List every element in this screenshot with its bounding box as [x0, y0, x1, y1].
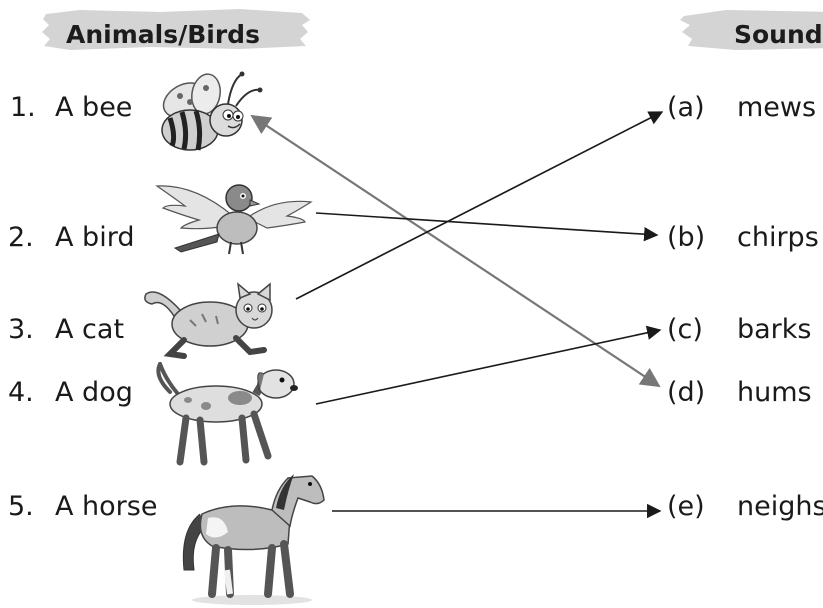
arrow-cat-to-mews — [295, 111, 664, 300]
sound-letter-c: (c) — [667, 314, 703, 345]
animal-number-1: 1. — [10, 92, 36, 123]
sound-word-mews: mews — [737, 92, 817, 123]
animal-name-bird: A bird — [55, 222, 135, 253]
brush-stroke-band — [42, 9, 310, 50]
sound-word-chirps: chirps — [737, 222, 819, 253]
sound-letter-b: (b) — [667, 222, 706, 253]
animal-number-5: 5. — [8, 491, 34, 522]
sound-header-title: Sound — [734, 20, 823, 49]
sound-letter-e: (e) — [667, 491, 705, 522]
arrow-bee-to-hums — [250, 114, 661, 388]
animal-name-cat: A cat — [55, 314, 125, 345]
sound-word-neighs: neighs — [737, 491, 823, 522]
horse-icon — [182, 474, 325, 605]
brush-stroke-band — [680, 10, 823, 50]
sound-letter-d: (d) — [667, 377, 706, 408]
sound-word-hums: hums — [737, 377, 812, 408]
bee-icon — [161, 71, 263, 151]
animal-name-bee: A bee — [55, 92, 133, 123]
sound-word-barks: barks — [737, 314, 812, 345]
animal-name-dog: A dog — [55, 377, 133, 408]
animal-number-2: 2. — [8, 222, 34, 253]
arrow-bird-to-chirps — [315, 212, 659, 242]
animals-header-band: Animals/Birds — [40, 6, 312, 52]
sound-header-band: Sound — [676, 6, 823, 52]
animals-header-title: Animals/Birds — [66, 20, 260, 49]
sound-letter-a: (a) — [667, 92, 705, 123]
arrow-dog-to-barks — [315, 325, 662, 405]
animal-name-horse: A horse — [55, 491, 158, 522]
animal-number-4: 4. — [8, 377, 34, 408]
animal-number-3: 3. — [8, 314, 34, 345]
